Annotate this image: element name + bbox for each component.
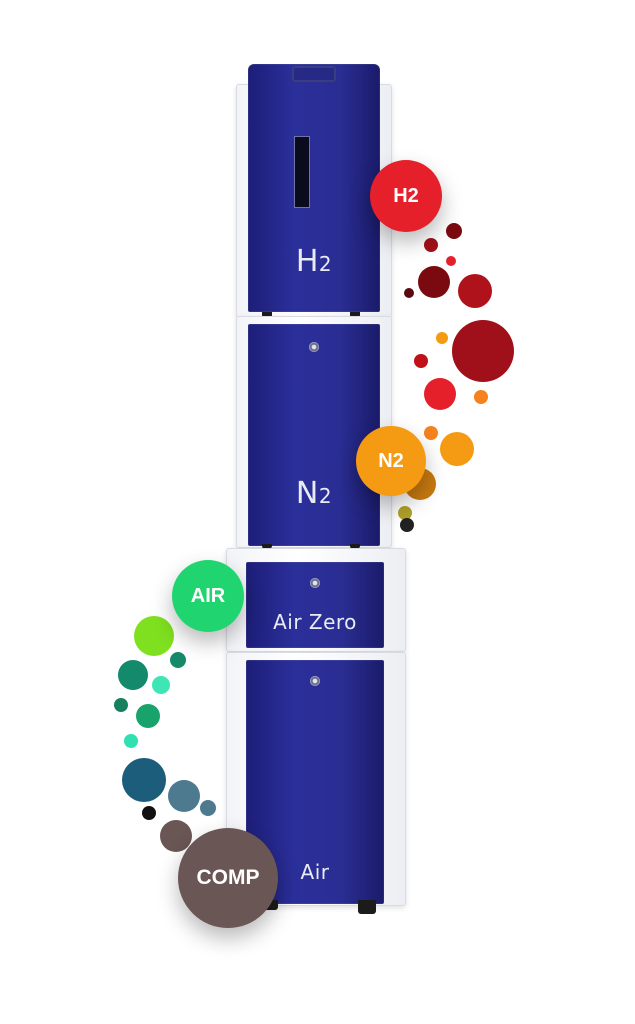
module-h2-foot [262,312,272,318]
decor-dot [124,734,138,748]
gas-badge-h2-label: H2 [393,184,419,207]
module-n2: N2 [236,316,392,549]
lock-icon [310,578,320,588]
decor-dot [152,676,170,694]
decor-dot [414,354,428,368]
gas-badge-n2-label: N2 [378,449,404,472]
gas-badge-air-label: AIR [190,584,226,607]
gas-badge-air: AIR [172,560,244,632]
module-air-foot [358,900,376,914]
module-air-label: Air [300,860,330,884]
decor-dot [170,652,186,668]
module-air-zero-label: Air Zero [273,610,357,634]
gas-badge-n2: N2 [356,426,426,496]
decor-dot [136,704,160,728]
decor-dot [404,288,414,298]
decor-dot [440,432,474,466]
decor-dot [400,518,414,532]
decor-dot [142,806,156,820]
decor-dot [474,390,488,404]
decor-dot [424,426,438,440]
decor-dot [424,238,438,252]
module-n2-label-sub: 2 [318,484,333,508]
decor-dot [168,780,200,812]
module-h2-label: H2 [248,244,380,279]
module-h2-label-sub: 2 [318,252,333,276]
gas-badge-comp: COMP [178,828,278,928]
decor-dot [418,266,450,298]
module-n2-panel [248,324,380,546]
module-h2-foot-right [350,312,360,318]
decor-dot [114,698,128,712]
module-h2-label-main: H [295,244,319,279]
gas-badge-comp-label: COMP [196,866,260,889]
decor-dot [452,320,514,382]
module-h2-panel [248,64,380,312]
decor-dot [446,223,462,239]
decor-dot [134,616,174,656]
module-n2-foot-right [350,544,360,549]
decor-dot [200,800,216,816]
decor-dot [398,506,412,520]
gauge-window [294,136,310,208]
decor-dot [424,378,456,410]
decor-dot [118,660,148,690]
module-air-zero-panel [246,562,384,648]
decor-dot [458,274,492,308]
module-air-zero: Air Zero [226,548,406,652]
decor-dot [436,332,448,344]
module-n2-label-main: N [295,476,319,511]
carry-handle [292,66,336,82]
decor-dot [160,820,192,852]
decor-dot [446,256,456,266]
lock-icon [309,342,319,352]
module-n2-label: N2 [248,476,380,511]
gas-badge-h2: H2 [370,160,442,232]
decor-dot [122,758,166,802]
module-n2-foot [262,544,272,549]
lock-icon [310,676,320,686]
module-h2: H2 [236,64,392,318]
